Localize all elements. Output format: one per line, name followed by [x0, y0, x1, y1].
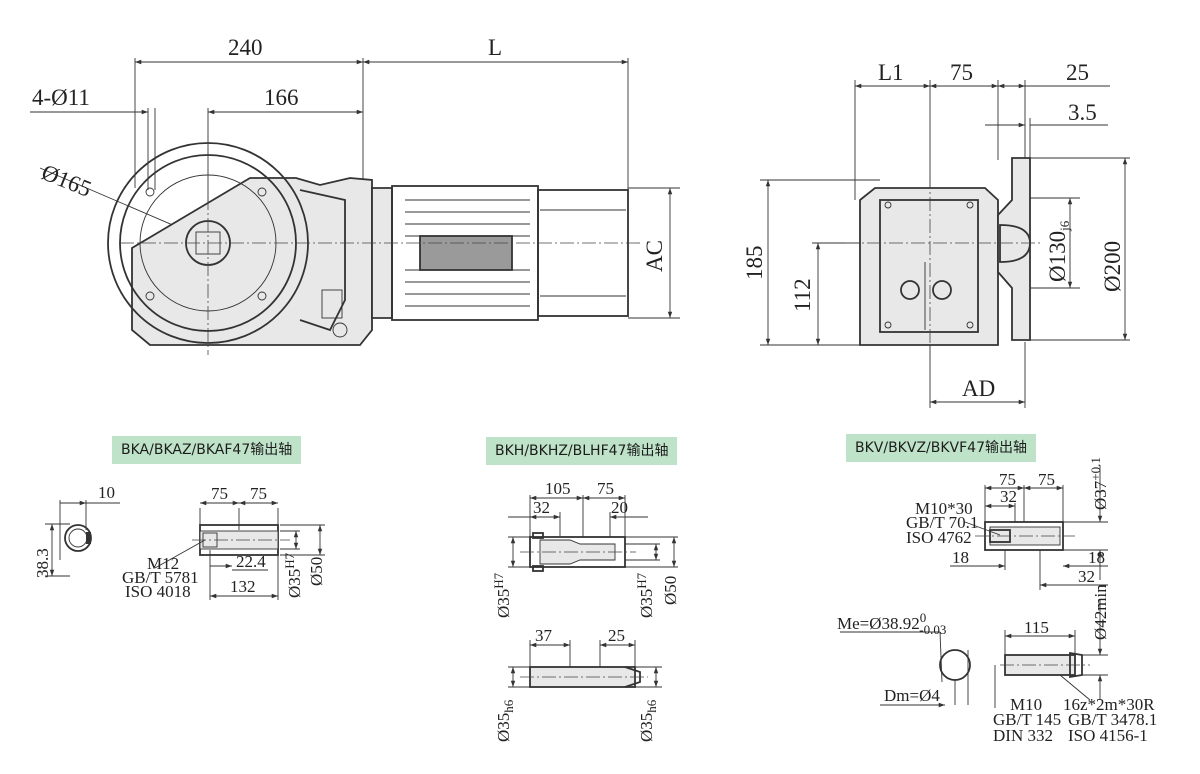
- dim-75-a: 75: [999, 470, 1016, 489]
- dim-166: 166: [264, 85, 299, 110]
- dim-112: 112: [790, 278, 815, 312]
- dim-18-b: 18: [1088, 548, 1105, 567]
- side-view-gearmotor: L1 75 25 3.5 185 112 Ø130j6 Ø200 AD: [742, 60, 1130, 408]
- dim-115: 115: [1024, 618, 1049, 637]
- label-bkv-output-shaft: BKV/BKVZ/BKVF47输出轴: [846, 434, 1036, 462]
- label-bka-output-shaft: BKA/BKAZ/BKAF47输出轴: [112, 436, 302, 464]
- dim-132: 132: [230, 577, 256, 596]
- thread-m12: M12: [147, 554, 179, 573]
- standard-iso4156-1: ISO 4156-1: [1068, 726, 1148, 745]
- dim-37: Ø37+0.1: [1088, 457, 1110, 510]
- dim-37: 37: [535, 626, 553, 645]
- spline-16z-2m-30r: 16z*2m*30R: [1063, 695, 1155, 714]
- dim-50: Ø50: [661, 576, 680, 605]
- bkh-shaft-drawing: 105 75 32 20 Ø35H7 Ø35H7 Ø50 37 25 Ø35h6…: [491, 479, 680, 742]
- dim-38-3: 38.3: [33, 548, 52, 578]
- bka-shaft-drawing: 10 38.3 75 75 M12 GB/T 5781 ISO 4018 22.…: [33, 483, 326, 601]
- dim-75-b: 75: [1038, 470, 1055, 489]
- dim-4-holes-11: 4-Ø11: [32, 85, 90, 110]
- dim-185: 185: [742, 246, 767, 281]
- dim-75-b: 75: [250, 484, 267, 503]
- thread-m10: M10: [1010, 695, 1042, 714]
- dim-L1: L1: [878, 60, 904, 85]
- dim-20: 20: [611, 498, 628, 517]
- front-view-gearmotor: 240 L 4-Ø11 166 Ø165 AC: [30, 35, 680, 355]
- thread-m10x30: M10*30: [915, 499, 973, 518]
- dim-35-h6-right: Ø35h6: [637, 699, 659, 742]
- standard-iso4762: ISO 4762: [906, 528, 972, 547]
- dim-75: 75: [597, 479, 614, 498]
- dim-32-a: 32: [1000, 487, 1017, 506]
- dim-35-h7: Ø35H7: [282, 552, 304, 598]
- dim-10: 10: [98, 483, 115, 502]
- dim-50: Ø50: [307, 557, 326, 586]
- bkv-shaft-drawing: M10*30 GB/T 70.1 ISO 4762 75 75 32 Ø37+0…: [837, 457, 1157, 745]
- standard-gbt70-1: GB/T 70.1: [906, 513, 978, 532]
- dim-me-38-92: Me=Ø38.920-0.03: [837, 610, 946, 637]
- dim-25: 25: [1066, 60, 1089, 85]
- dim-130: Ø130j6: [1045, 220, 1072, 282]
- dim-105: 105: [545, 479, 571, 498]
- standard-gbt5781: GB/T 5781: [122, 568, 199, 587]
- dim-42-min: Ø42min: [1091, 584, 1110, 640]
- dim-32-b: 32: [1078, 567, 1095, 586]
- dim-75: 75: [950, 60, 973, 85]
- standard-gbt145: GB/T 145: [993, 710, 1061, 729]
- dim-200: Ø200: [1100, 241, 1125, 292]
- dim-AC: AC: [642, 240, 667, 272]
- standard-iso4018: ISO 4018: [125, 582, 191, 601]
- dim-18-a: 18: [952, 548, 969, 567]
- standard-gbt3478-1: GB/T 3478.1: [1068, 710, 1157, 729]
- dim-165: Ø165: [38, 159, 95, 201]
- dim-AD: AD: [962, 376, 995, 401]
- dim-25: 25: [608, 626, 625, 645]
- dim-dm-4: Dm=Ø4: [884, 686, 940, 705]
- dim-22-4: 22.4: [236, 552, 266, 571]
- dim-3-5: 3.5: [1068, 100, 1097, 125]
- dim-35-h7-right: Ø35H7: [634, 572, 656, 618]
- dim-75-a: 75: [211, 484, 228, 503]
- dim-35-h7-left: Ø35H7: [491, 572, 513, 618]
- dim-35-h6-left: Ø35h6: [494, 699, 516, 742]
- dim-32: 32: [533, 498, 550, 517]
- dim-L: L: [488, 35, 502, 60]
- standard-din332: DIN 332: [993, 726, 1053, 745]
- dim-240: 240: [228, 35, 263, 60]
- label-bkh-output-shaft: BKH/BKHZ/BLHF47输出轴: [486, 437, 678, 465]
